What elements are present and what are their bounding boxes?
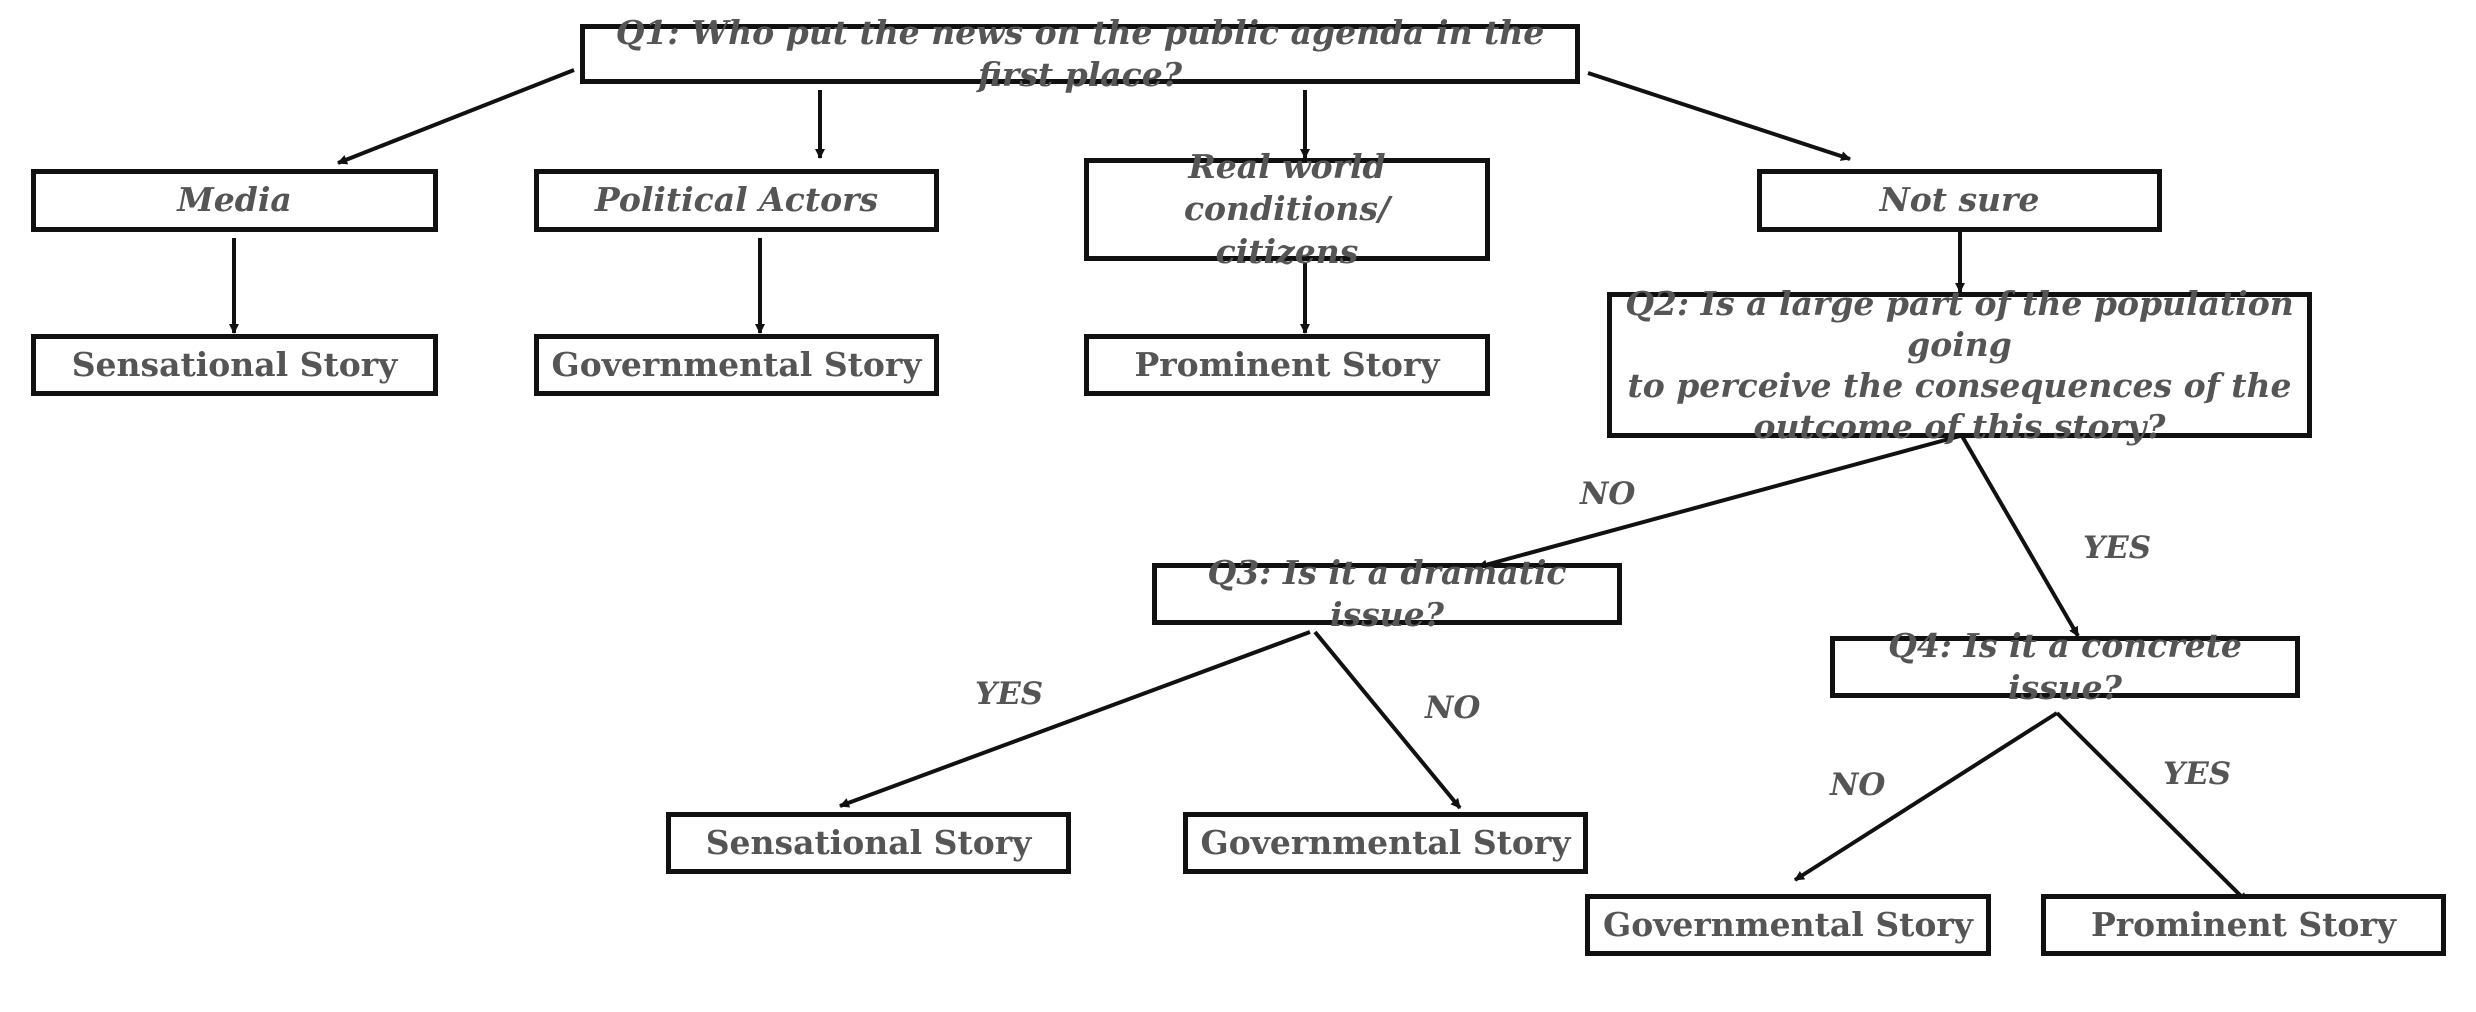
q2-question-text-line2: to perceive the consequences of the: [1627, 366, 2292, 405]
edge-label-q4-yes: YES: [2163, 756, 2232, 792]
q3-question-text: Q3: Is it a dramatic issue?: [1207, 552, 1567, 634]
q1-question-text: Q1: Who put the news on the public agend…: [615, 12, 1545, 94]
q1-question-box: Q1: Who put the news on the public agend…: [580, 13, 1580, 94]
political-actors-box: Political Actors: [534, 169, 939, 232]
q3-question-box: Q3: Is it a dramatic issue?: [1152, 553, 1622, 634]
sensational-story-text-2: Sensational Story: [705, 822, 1032, 862]
arrow-q1-to-media: [337, 68, 575, 165]
q2-question-box: Q2: Is a large part of the population go…: [1607, 284, 2312, 446]
edge-label-q2-yes: YES: [2083, 530, 2152, 566]
q4-question-prefix: Q4: [1888, 625, 1940, 665]
q4-question-rest: : Is it a concrete issue?: [1939, 625, 2242, 707]
prominent-story-text-2: Prominent Story: [2090, 904, 2397, 944]
prominent-story-box-1: Prominent Story: [1084, 334, 1490, 396]
real-world-conditions-text-line2: citizens: [1215, 231, 1359, 271]
prominent-story-text-1: Prominent Story: [1134, 344, 1440, 384]
sensational-story-text-1: Sensational Story: [71, 344, 398, 384]
governmental-story-text-1: Governmental Story: [551, 344, 922, 384]
arrow-q1-to-not-sure: [1587, 71, 1851, 161]
political-actors-text: Political Actors: [594, 180, 879, 220]
real-world-conditions-box: Real world conditions/ citizens: [1084, 147, 1490, 271]
real-world-conditions-text-line1: Real world conditions/: [1183, 147, 1391, 229]
sensational-story-box-1: Sensational Story: [31, 334, 438, 396]
q4-question-box: Q4: Is it a concrete issue?: [1830, 626, 2300, 707]
arrow-q2-to-q4: [1960, 434, 2080, 638]
q2-question-text-line3: outcome of this story?: [1753, 407, 2166, 447]
arrow-q4-to-prominent: [2055, 711, 2249, 904]
edge-label-q3-yes: YES: [975, 676, 1044, 712]
edge-label-q2-no: NO: [1580, 476, 1636, 512]
edge-label-q3-no: NO: [1425, 690, 1481, 726]
q2-question-text-line1: Q2: Is a large part of the population go…: [1625, 283, 2294, 364]
edge-label-q4-no: NO: [1830, 767, 1886, 803]
governmental-story-box-1: Governmental Story: [534, 334, 939, 396]
arrow-q2-to-q3: [1477, 434, 1961, 570]
governmental-story-box-3: Governmental Story: [1585, 894, 1991, 956]
governmental-story-text-2: Governmental Story: [1200, 822, 1571, 862]
sensational-story-box-2: Sensational Story: [666, 812, 1071, 874]
not-sure-box: Not sure: [1757, 169, 2162, 232]
arrow-q3-to-governmental: [1313, 630, 1462, 810]
media-text: Media: [177, 180, 292, 220]
prominent-story-box-2: Prominent Story: [2041, 894, 2446, 956]
governmental-story-text-3: Governmental Story: [1603, 904, 1973, 944]
governmental-story-box-2: Governmental Story: [1183, 812, 1588, 874]
arrow-q4-to-governmental: [1793, 711, 2059, 882]
q4-question-text: Q4: Is it a concrete issue?: [1835, 625, 2295, 709]
arrow-q3-to-sensational: [839, 630, 1311, 808]
not-sure-text: Not sure: [1879, 180, 2040, 220]
media-box: Media: [31, 169, 438, 232]
